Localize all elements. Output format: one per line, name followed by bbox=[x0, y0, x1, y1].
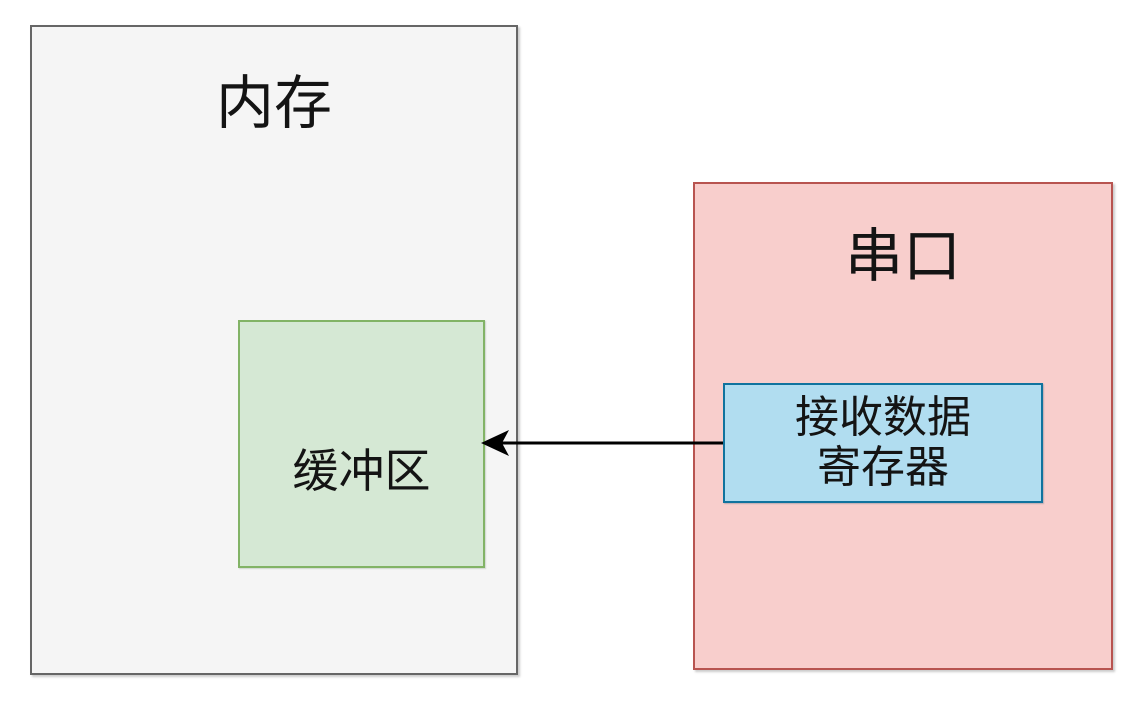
node-receive-data-register-box: 接收数据 寄存器 bbox=[723, 383, 1043, 503]
node-receive-data-register-line-2: 寄存器 bbox=[817, 443, 949, 492]
node-serial-port-label: 串口 bbox=[844, 224, 961, 289]
node-memory-label: 内存 bbox=[215, 71, 332, 136]
node-buffer-box: 缓冲区 bbox=[238, 320, 485, 568]
node-buffer-label: 缓冲区 bbox=[292, 445, 431, 497]
node-receive-data-register-line-1: 接收数据 bbox=[795, 393, 971, 442]
